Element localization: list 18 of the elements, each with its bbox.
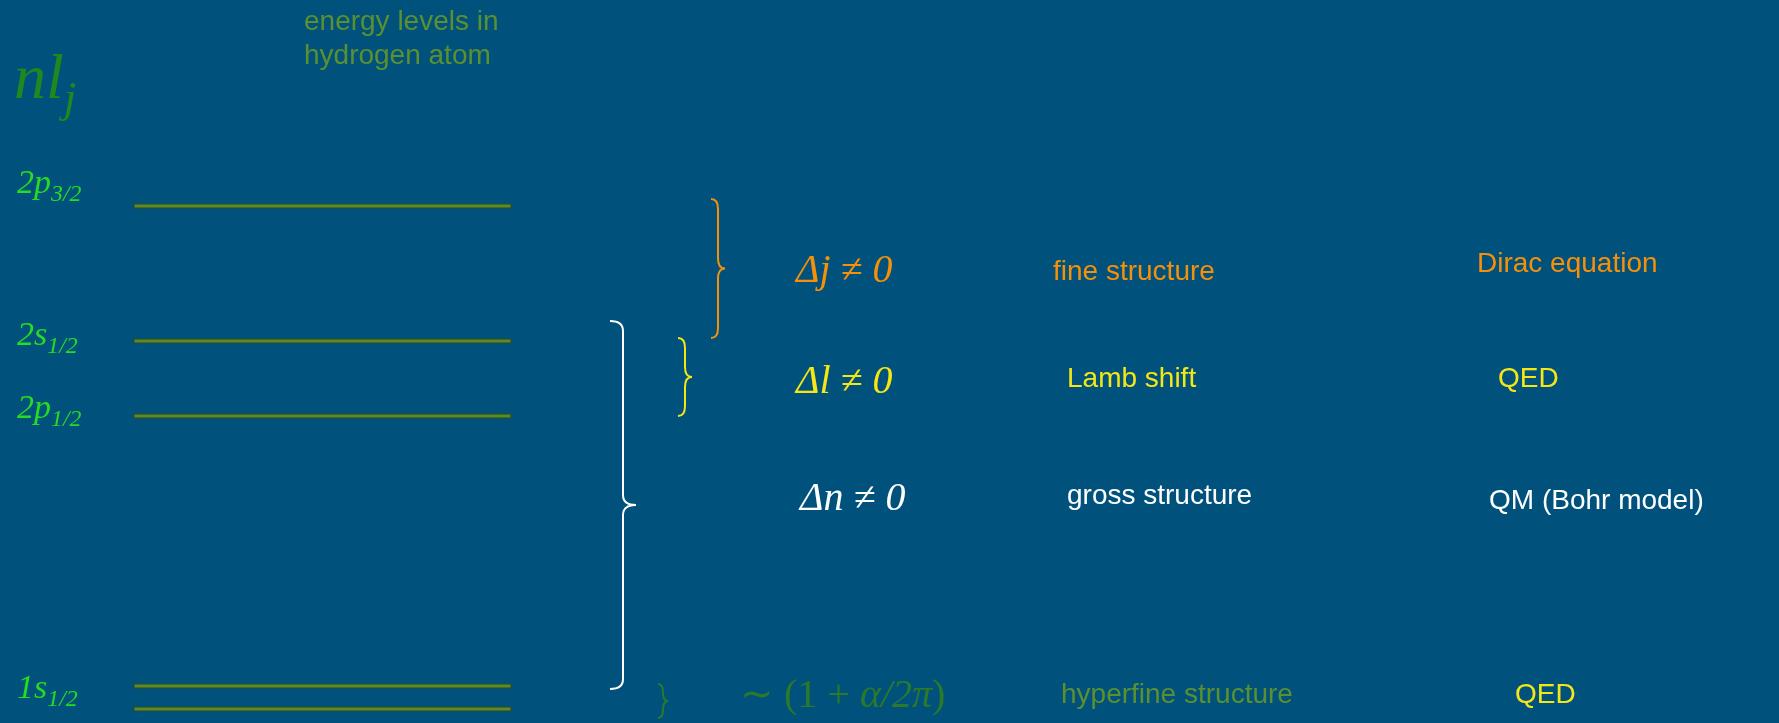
effect-label: fine structure [1053,254,1215,288]
diagram-title: energy levels in hydrogen atom [304,4,500,72]
effect-label: gross structure [1067,478,1253,512]
formula-label: Δj ≠ 0 [796,245,893,293]
formula-label: ∼ (1 + α/2π) [740,670,946,718]
quantum-number-label: nl$_{j}$ [14,40,77,124]
level-label: 2p$_{3/2}$ [17,162,82,208]
formula-label: Δn ≠ 0 [800,473,906,521]
theory-label: QED [1498,361,1559,395]
level-label: 2p$_{1/2}$ [17,387,82,433]
effect-label: hyperfine structure [1061,677,1293,711]
effect-label: Lamb shift [1067,361,1197,395]
theory-label: QED [1515,677,1576,711]
theory-label: Dirac equation [1477,246,1658,280]
formula-label: Δl ≠ 0 [796,356,893,404]
theory-label: QM (Bohr model) [1489,483,1704,517]
level-label: 2s$_{1/2}$ [17,314,78,360]
level-label: 1s$_{1/2}$ [17,667,78,713]
